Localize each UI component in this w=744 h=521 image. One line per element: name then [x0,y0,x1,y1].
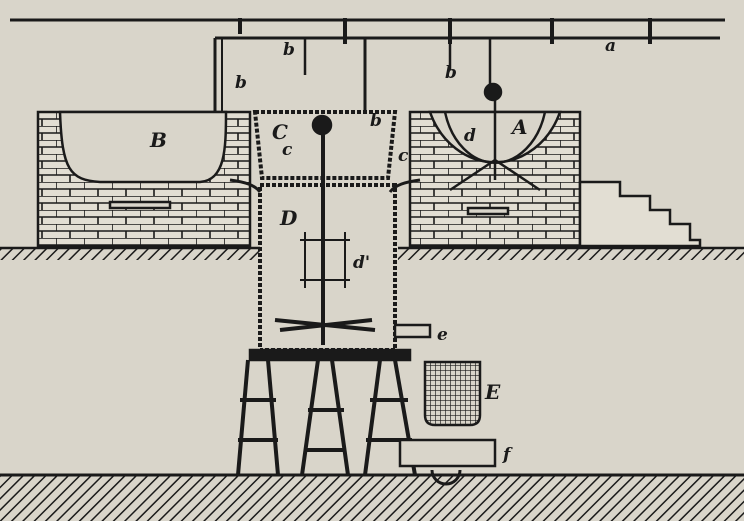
label-D: D [280,206,298,230]
pipe-a [10,18,725,165]
label-C: C [272,120,288,144]
label-b: b [445,63,457,83]
label-b: b [370,111,382,131]
label-e: e [437,325,448,345]
label-B: B [150,128,167,152]
label-a: a [605,36,617,56]
stairs [578,180,702,248]
label-d-prime: d' [353,253,371,273]
floor-left [0,248,262,260]
vessel-D [258,183,397,352]
drum-A [408,82,582,248]
cart [398,438,497,468]
platform [248,348,412,362]
basket-E [423,360,482,427]
label-c: c [282,140,293,160]
ground [0,475,744,521]
label-b: b [283,40,295,60]
label-c: c [398,146,409,166]
trestles [236,359,417,476]
label-E: E [485,380,501,404]
label-d: d [464,126,476,146]
agitator-d-prime [300,232,350,288]
tub-B [36,110,252,248]
label-A: A [512,115,528,139]
label-b: b [235,73,247,93]
floor-right [398,248,744,260]
label-f: f [503,445,511,465]
